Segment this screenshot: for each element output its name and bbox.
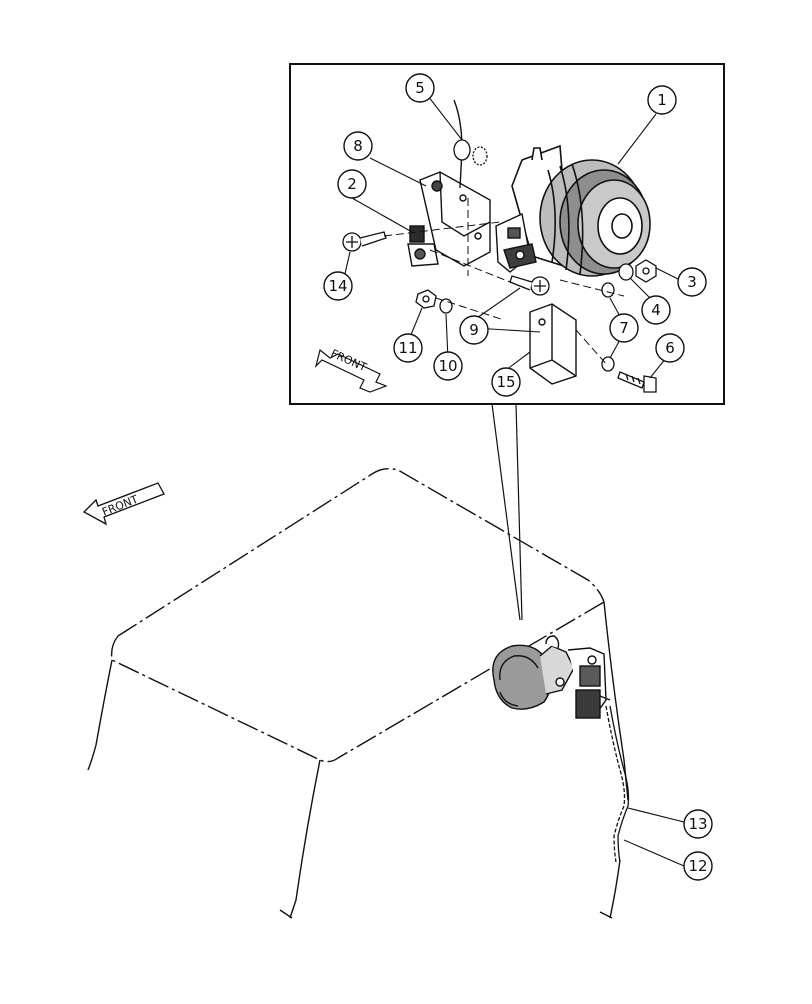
callout-1: 1 [647, 85, 677, 115]
switch-2 [407, 225, 439, 267]
bolt-6 [617, 371, 657, 393]
callout-4: 4 [641, 295, 671, 325]
washer-7 [601, 282, 615, 372]
svg-text:4: 4 [651, 301, 661, 319]
callout-8: 8 [343, 131, 373, 161]
screw-14 [342, 231, 387, 252]
svg-text:1: 1 [657, 91, 667, 109]
nut-3 [635, 259, 657, 283]
svg-text:2: 2 [347, 175, 357, 193]
detail-leader-lines [491, 403, 523, 621]
callout-15: 15 [491, 367, 521, 397]
front-label-main: FRONT [100, 493, 140, 519]
wire-harness [605, 705, 630, 863]
callout-2: 2 [337, 169, 367, 199]
nut-11 [415, 289, 437, 309]
svg-text:10: 10 [438, 357, 457, 375]
svg-text:6: 6 [665, 339, 675, 357]
callout-leaders [343, 95, 685, 867]
assembly-center-lines [383, 198, 625, 367]
callout-9: 9 [459, 315, 489, 345]
callout-13: 13 [683, 809, 713, 839]
svg-text:12: 12 [688, 857, 707, 875]
callout-12: 12 [683, 851, 713, 881]
callout-14: 14 [323, 271, 353, 301]
bracket-8 [419, 171, 491, 267]
callout-11: 11 [393, 333, 423, 363]
screw-9-upper [509, 275, 550, 296]
svg-text:13: 13 [688, 815, 707, 833]
svg-text:15: 15 [496, 373, 515, 391]
cab-roof-outline [87, 467, 629, 919]
callout-7: 7 [609, 313, 639, 343]
lockwasher-10 [439, 298, 453, 314]
horn-body [511, 144, 651, 277]
horn-assembly-installed [492, 635, 611, 719]
svg-text:11: 11 [398, 339, 417, 357]
svg-text:9: 9 [469, 321, 479, 339]
svg-text:5: 5 [415, 79, 425, 97]
callout-10: 10 [433, 351, 463, 381]
callout-6: 6 [655, 333, 685, 363]
svg-text:3: 3 [687, 273, 697, 291]
lockwasher-4 [618, 263, 634, 281]
callout-3: 3 [677, 267, 707, 297]
svg-text:14: 14 [328, 277, 347, 295]
svg-text:8: 8 [353, 137, 363, 155]
svg-text:7: 7 [619, 319, 629, 337]
horn-mount-plate [495, 212, 537, 273]
front-arrow-main: FRONT [82, 482, 165, 526]
callout-5: 5 [405, 73, 435, 103]
spacer-15 [529, 303, 577, 385]
